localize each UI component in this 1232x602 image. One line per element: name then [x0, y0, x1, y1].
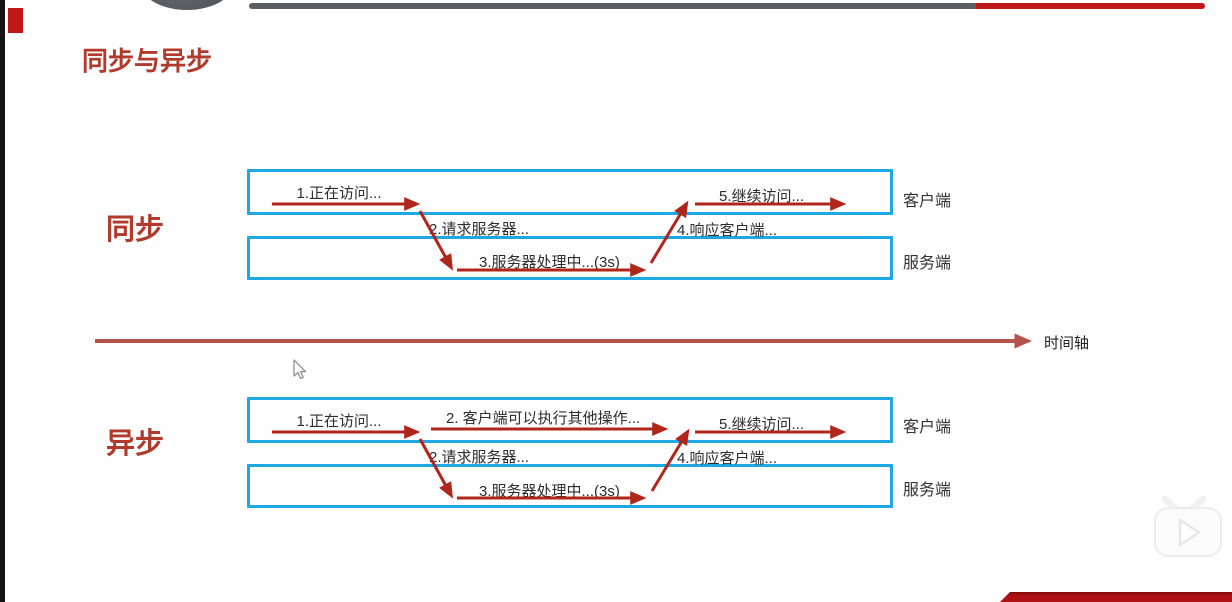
left-edge-bar	[0, 0, 5, 602]
async-server-lane-box	[247, 464, 893, 508]
sync-step3-label: 3.服务器处理中...(3s)	[479, 254, 620, 271]
timeline-axis-label: 时间轴	[1044, 335, 1090, 352]
sync-step1-label: 1.正在访问...	[296, 185, 382, 202]
sync-section-label: 同步	[106, 214, 165, 246]
sync-step5-label: 5.继续访问...	[719, 188, 805, 205]
async-step1-label: 1.正在访问...	[296, 413, 382, 430]
page-title: 同步与异步	[82, 46, 213, 76]
async-step4-label: 4.响应客户端...	[677, 450, 778, 467]
async-client-lane-box	[247, 397, 893, 443]
sync-step2-label: 2.请求服务器...	[429, 221, 530, 238]
sync-step4-label: 4.响应客户端...	[677, 222, 778, 239]
async-server-lane-label: 服务端	[903, 482, 952, 499]
async-step2-label: 2.请求服务器...	[429, 449, 530, 466]
sync-client-lane-box	[247, 169, 893, 215]
async-step5-label: 5.继续访问...	[719, 416, 805, 433]
slide-accent-square	[8, 8, 23, 33]
sync-client-lane-label: 客户端	[903, 193, 952, 210]
top-logo-circle	[139, 0, 235, 10]
bilibili-tv-play-icon	[1154, 496, 1222, 557]
mouse-cursor-icon	[293, 359, 307, 380]
top-divider-gray	[249, 3, 976, 9]
sync-server-lane-box	[247, 236, 893, 280]
async-step3-label: 3.服务器处理中...(3s)	[479, 483, 620, 500]
async-client-lane-label: 客户端	[903, 419, 952, 436]
bottom-progress-bar	[1000, 592, 1232, 602]
sync-server-lane-label: 服务端	[903, 255, 952, 272]
top-divider-red	[976, 3, 1205, 9]
async-section-label: 异步	[106, 428, 165, 460]
async-step2-other-label: 2. 客户端可以执行其他操作...	[446, 410, 641, 427]
